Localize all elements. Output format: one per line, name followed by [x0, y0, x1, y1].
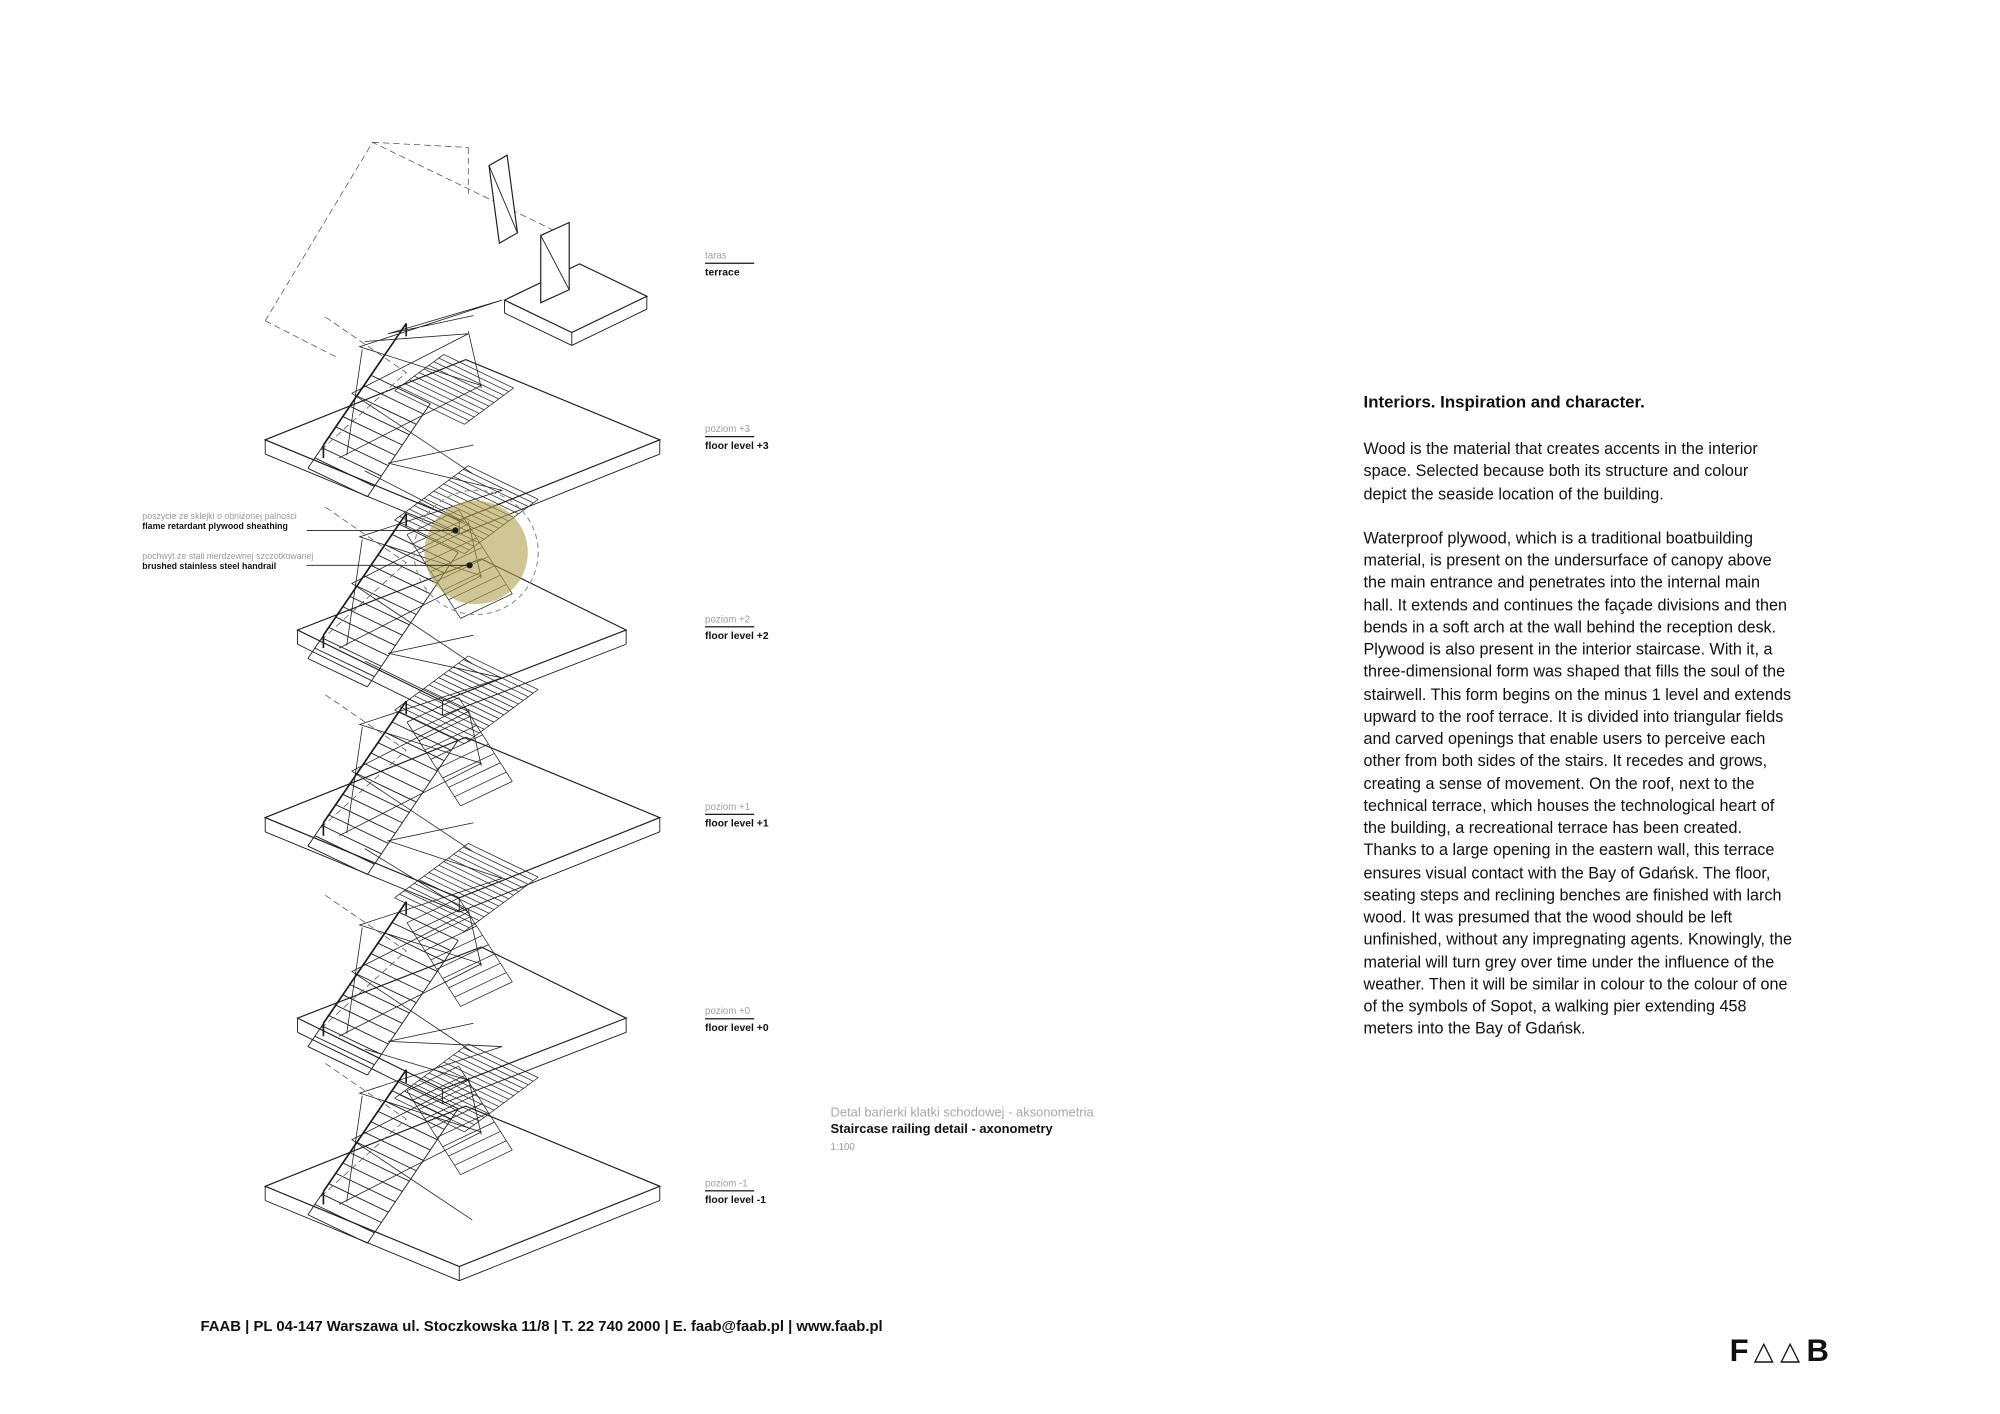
annotation-handrail: pochwyt ze stali nierdzewnej szczotkowan…: [142, 552, 336, 574]
level-label-plus1: poziom +1 floor level +1: [705, 801, 821, 829]
annotation-plywood-sheathing: poszycie ze sklejki o obniżonej palności…: [142, 512, 336, 534]
annotation-plywood-label-en: flame retardant plywood sheathing: [142, 523, 288, 533]
level-label-en: floor level +3: [705, 439, 769, 452]
logo-letter-f: F: [1729, 1333, 1749, 1369]
level-rule: [705, 262, 755, 264]
level-label-pl: poziom +3: [705, 423, 751, 435]
level-label-pl: poziom -1: [705, 1177, 748, 1189]
annotation-handrail-label-en: brushed stainless steel handrail: [142, 563, 277, 573]
caption-title-en: Staircase railing detail - axonometry: [830, 1122, 1053, 1138]
annotation-handrail-label-pl: pochwyt ze stali nierdzewnej szczotkowan…: [142, 552, 314, 562]
level-rule: [705, 435, 755, 438]
level-label-en: floor level +0: [705, 1021, 769, 1034]
logo-letter-b: B: [1806, 1333, 1829, 1369]
level-rule: [705, 813, 755, 816]
level-label-minus1: poziom -1 floor level -1: [705, 1177, 821, 1206]
level-label-pl: poziom +1: [705, 800, 751, 813]
staircase-axonometry-drawing: [263, 141, 662, 1282]
level-label-en: terrace: [705, 266, 740, 279]
level-label-pl: taras: [705, 249, 727, 262]
caption-scale: 1:100: [830, 1141, 855, 1153]
article-paragraph-1: Wood is the material that creates accent…: [1363, 439, 1758, 503]
article-title: Interiors. Inspiration and character.: [1363, 391, 1645, 412]
level-label-plus2: poziom +2 floor level +2: [705, 613, 821, 642]
caption-title-pl: Detal barierki klatki schodowej - aksono…: [830, 1106, 1094, 1121]
level-label-pl: poziom +0: [705, 1005, 751, 1017]
level-label-en: floor level +1: [705, 817, 769, 830]
level-rule: [705, 1190, 755, 1192]
level-rule: [705, 626, 755, 628]
annotation-plywood-label-pl: poszycie ze sklejki o obniżonej palności: [142, 512, 297, 522]
level-rule: [705, 1018, 755, 1020]
triangle-icon: △: [1753, 1336, 1774, 1366]
triangle-icon: △: [1780, 1336, 1801, 1366]
drawing-caption: Detal barierki klatki schodowej - aksono…: [831, 1105, 1129, 1154]
level-label-en: floor level +2: [705, 630, 769, 642]
level-label-terrace: taras terrace: [705, 250, 821, 278]
footer-contact: FAAB | PL 04-147 Warszawa ul. Stoczkowsk…: [200, 1319, 883, 1336]
level-label-plus0: poziom +0 floor level +0: [705, 1005, 821, 1034]
article-interiors: Interiors. Inspiration and character. Wo…: [1364, 392, 1793, 1063]
faab-logo: F △ △ B: [1729, 1333, 1829, 1370]
level-label-plus3: poziom +3 floor level +3: [705, 423, 821, 451]
article-paragraph-2: Waterproof plywood, which is a tradition…: [1363, 528, 1793, 1038]
level-label-en: floor level -1: [705, 1194, 767, 1206]
level-label-pl: poziom +2: [705, 613, 751, 625]
